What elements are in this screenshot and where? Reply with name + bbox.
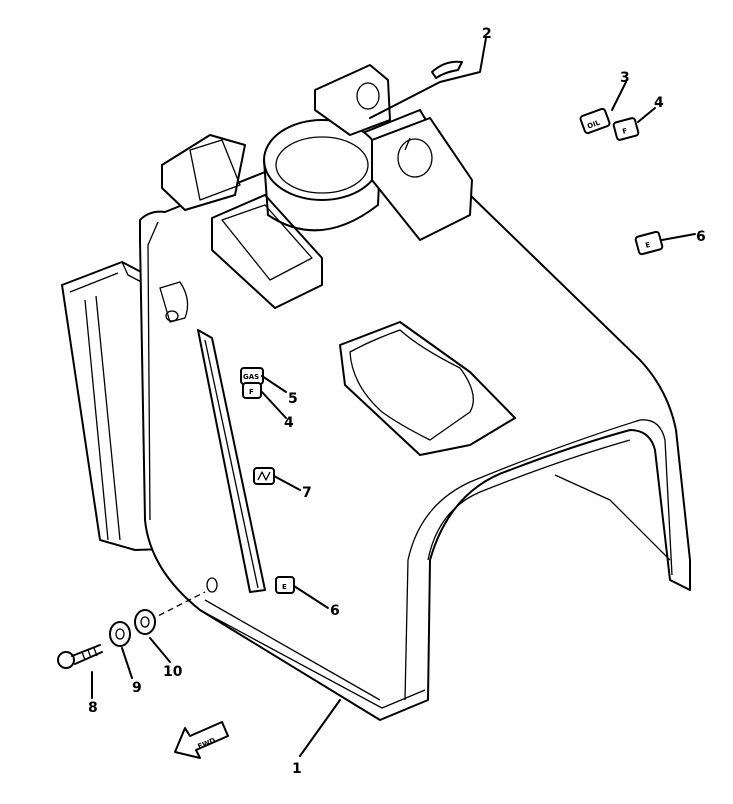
decal-e-side: E	[275, 576, 295, 594]
seat-cutout	[339, 321, 516, 456]
callout-4-side: 4	[284, 415, 294, 431]
fwd-arrow: FWD	[174, 721, 229, 759]
decal-gas-text: GAS	[243, 373, 259, 381]
decal-7	[253, 467, 275, 485]
washer-9	[109, 621, 131, 647]
callout-6-top: 6	[696, 229, 706, 245]
callout-10: 10	[163, 664, 183, 680]
decal-f-top: F	[612, 117, 640, 141]
callout-5: 5	[288, 391, 298, 407]
callout-7: 7	[302, 485, 312, 501]
callout-3: 3	[620, 70, 630, 86]
decal-f-side: F	[242, 382, 262, 399]
decal-oil: OIL	[579, 107, 611, 135]
part-2-clip	[431, 60, 463, 79]
decal-gas: GAS	[240, 367, 264, 385]
callouts: 1 2 3 4 4 5 6 6 7 8 9 10	[88, 26, 706, 777]
bolt-8	[57, 644, 103, 669]
dash-console	[161, 64, 473, 309]
callout-2: 2	[482, 26, 492, 42]
washer-10	[134, 609, 156, 635]
mount-hole	[206, 577, 218, 593]
callout-9: 9	[132, 680, 142, 696]
decal-e-top: E	[634, 230, 664, 256]
decal-e-top-text: E	[645, 241, 652, 250]
callout-4-top: 4	[654, 95, 664, 111]
callout-6-side: 6	[330, 603, 340, 619]
decal-f-top-text: F	[622, 127, 629, 136]
decal-e-side-text: E	[282, 583, 287, 591]
decal-f-side-text: F	[249, 388, 254, 396]
mount-tab	[159, 281, 189, 323]
callout-1: 1	[292, 761, 302, 777]
leader-lines	[91, 37, 696, 757]
callout-8: 8	[88, 700, 98, 716]
